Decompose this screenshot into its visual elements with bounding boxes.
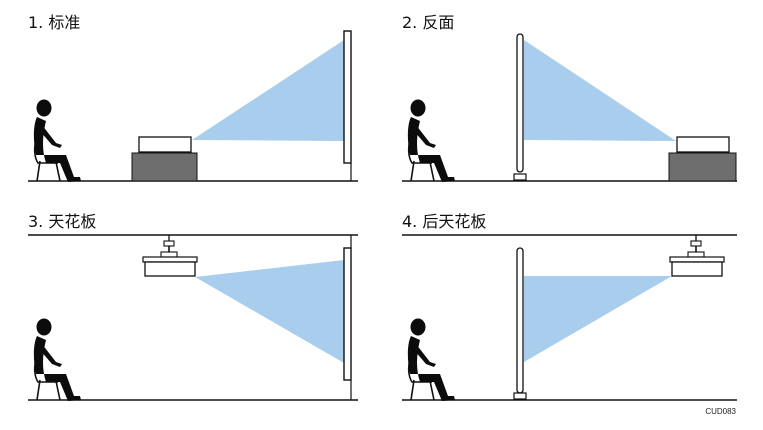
- panel-label-standard: 1. 标准: [28, 13, 80, 32]
- seated-viewer-icon: [33, 317, 82, 402]
- light-beam: [524, 276, 672, 362]
- projector-icon: [676, 136, 730, 153]
- light-beam: [524, 40, 676, 141]
- seated-viewer-icon: [407, 317, 456, 402]
- panel-rear-ceiling: 4. 后天花板: [402, 212, 737, 402]
- panel-ceiling: 3. 天花板: [28, 212, 358, 402]
- projector-stand: [131, 152, 198, 182]
- panel-standard: 1. 标准: [28, 13, 358, 183]
- panel-rear: 2. 反面: [402, 13, 737, 183]
- light-beam: [195, 260, 344, 363]
- screen-base: [513, 173, 527, 181]
- panel-label-ceiling: 3. 天花板: [28, 212, 96, 231]
- projector-icon: [138, 136, 192, 153]
- figure-code: CUD083: [705, 407, 736, 416]
- rear-screen: [516, 247, 524, 394]
- screen: [343, 247, 352, 381]
- panel-label-rear: 2. 反面: [402, 13, 454, 32]
- screen: [343, 30, 352, 164]
- ceiling-projector-icon: [142, 234, 198, 277]
- panel-label-rear-ceiling: 4. 后天花板: [402, 212, 486, 231]
- rear-screen: [516, 33, 524, 173]
- screen-base: [513, 392, 527, 400]
- seated-viewer-icon: [407, 98, 456, 183]
- ceiling-projector-icon: [669, 234, 725, 277]
- projector-stand: [668, 152, 737, 182]
- light-beam: [192, 40, 344, 141]
- seated-viewer-icon: [33, 98, 82, 183]
